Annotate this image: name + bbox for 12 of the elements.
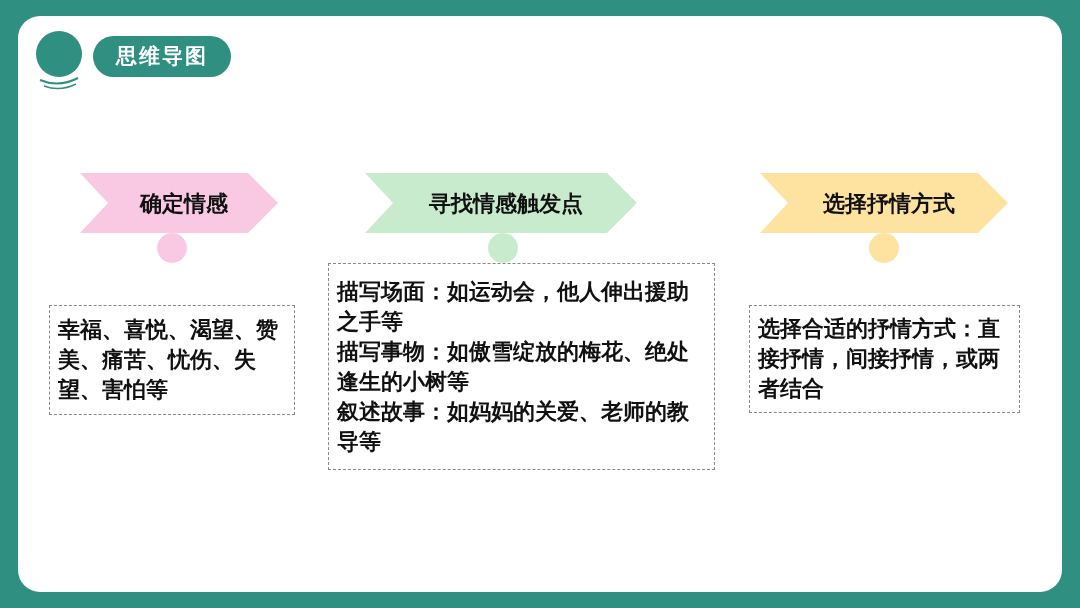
note-text: 描写事物：如傲雪绽放的梅花、绝处逢生的小树等 [337, 337, 690, 396]
note-box [49, 305, 295, 415]
step-heading: 选择抒情方式 [822, 189, 955, 218]
title-pill: 思维导图 [93, 36, 231, 77]
note-text: 叙述故事：如妈妈的关爱、老师的教导等 [337, 397, 690, 456]
note-box [328, 263, 715, 470]
step-heading: 寻找情感触发点 [428, 189, 583, 218]
step-heading: 确定情感 [138, 189, 228, 218]
note-text: 幸福、喜悦、渴望、赞美、痛苦、忧伤、失望、害怕等 [58, 316, 279, 404]
note-box [749, 305, 1020, 413]
note-text: 选择合适的抒情方式：直接抒情，间接抒情，或两者结合 [758, 315, 1001, 403]
note-text: 描写场面：如运动会，他人伸出援助之手等 [337, 277, 690, 336]
